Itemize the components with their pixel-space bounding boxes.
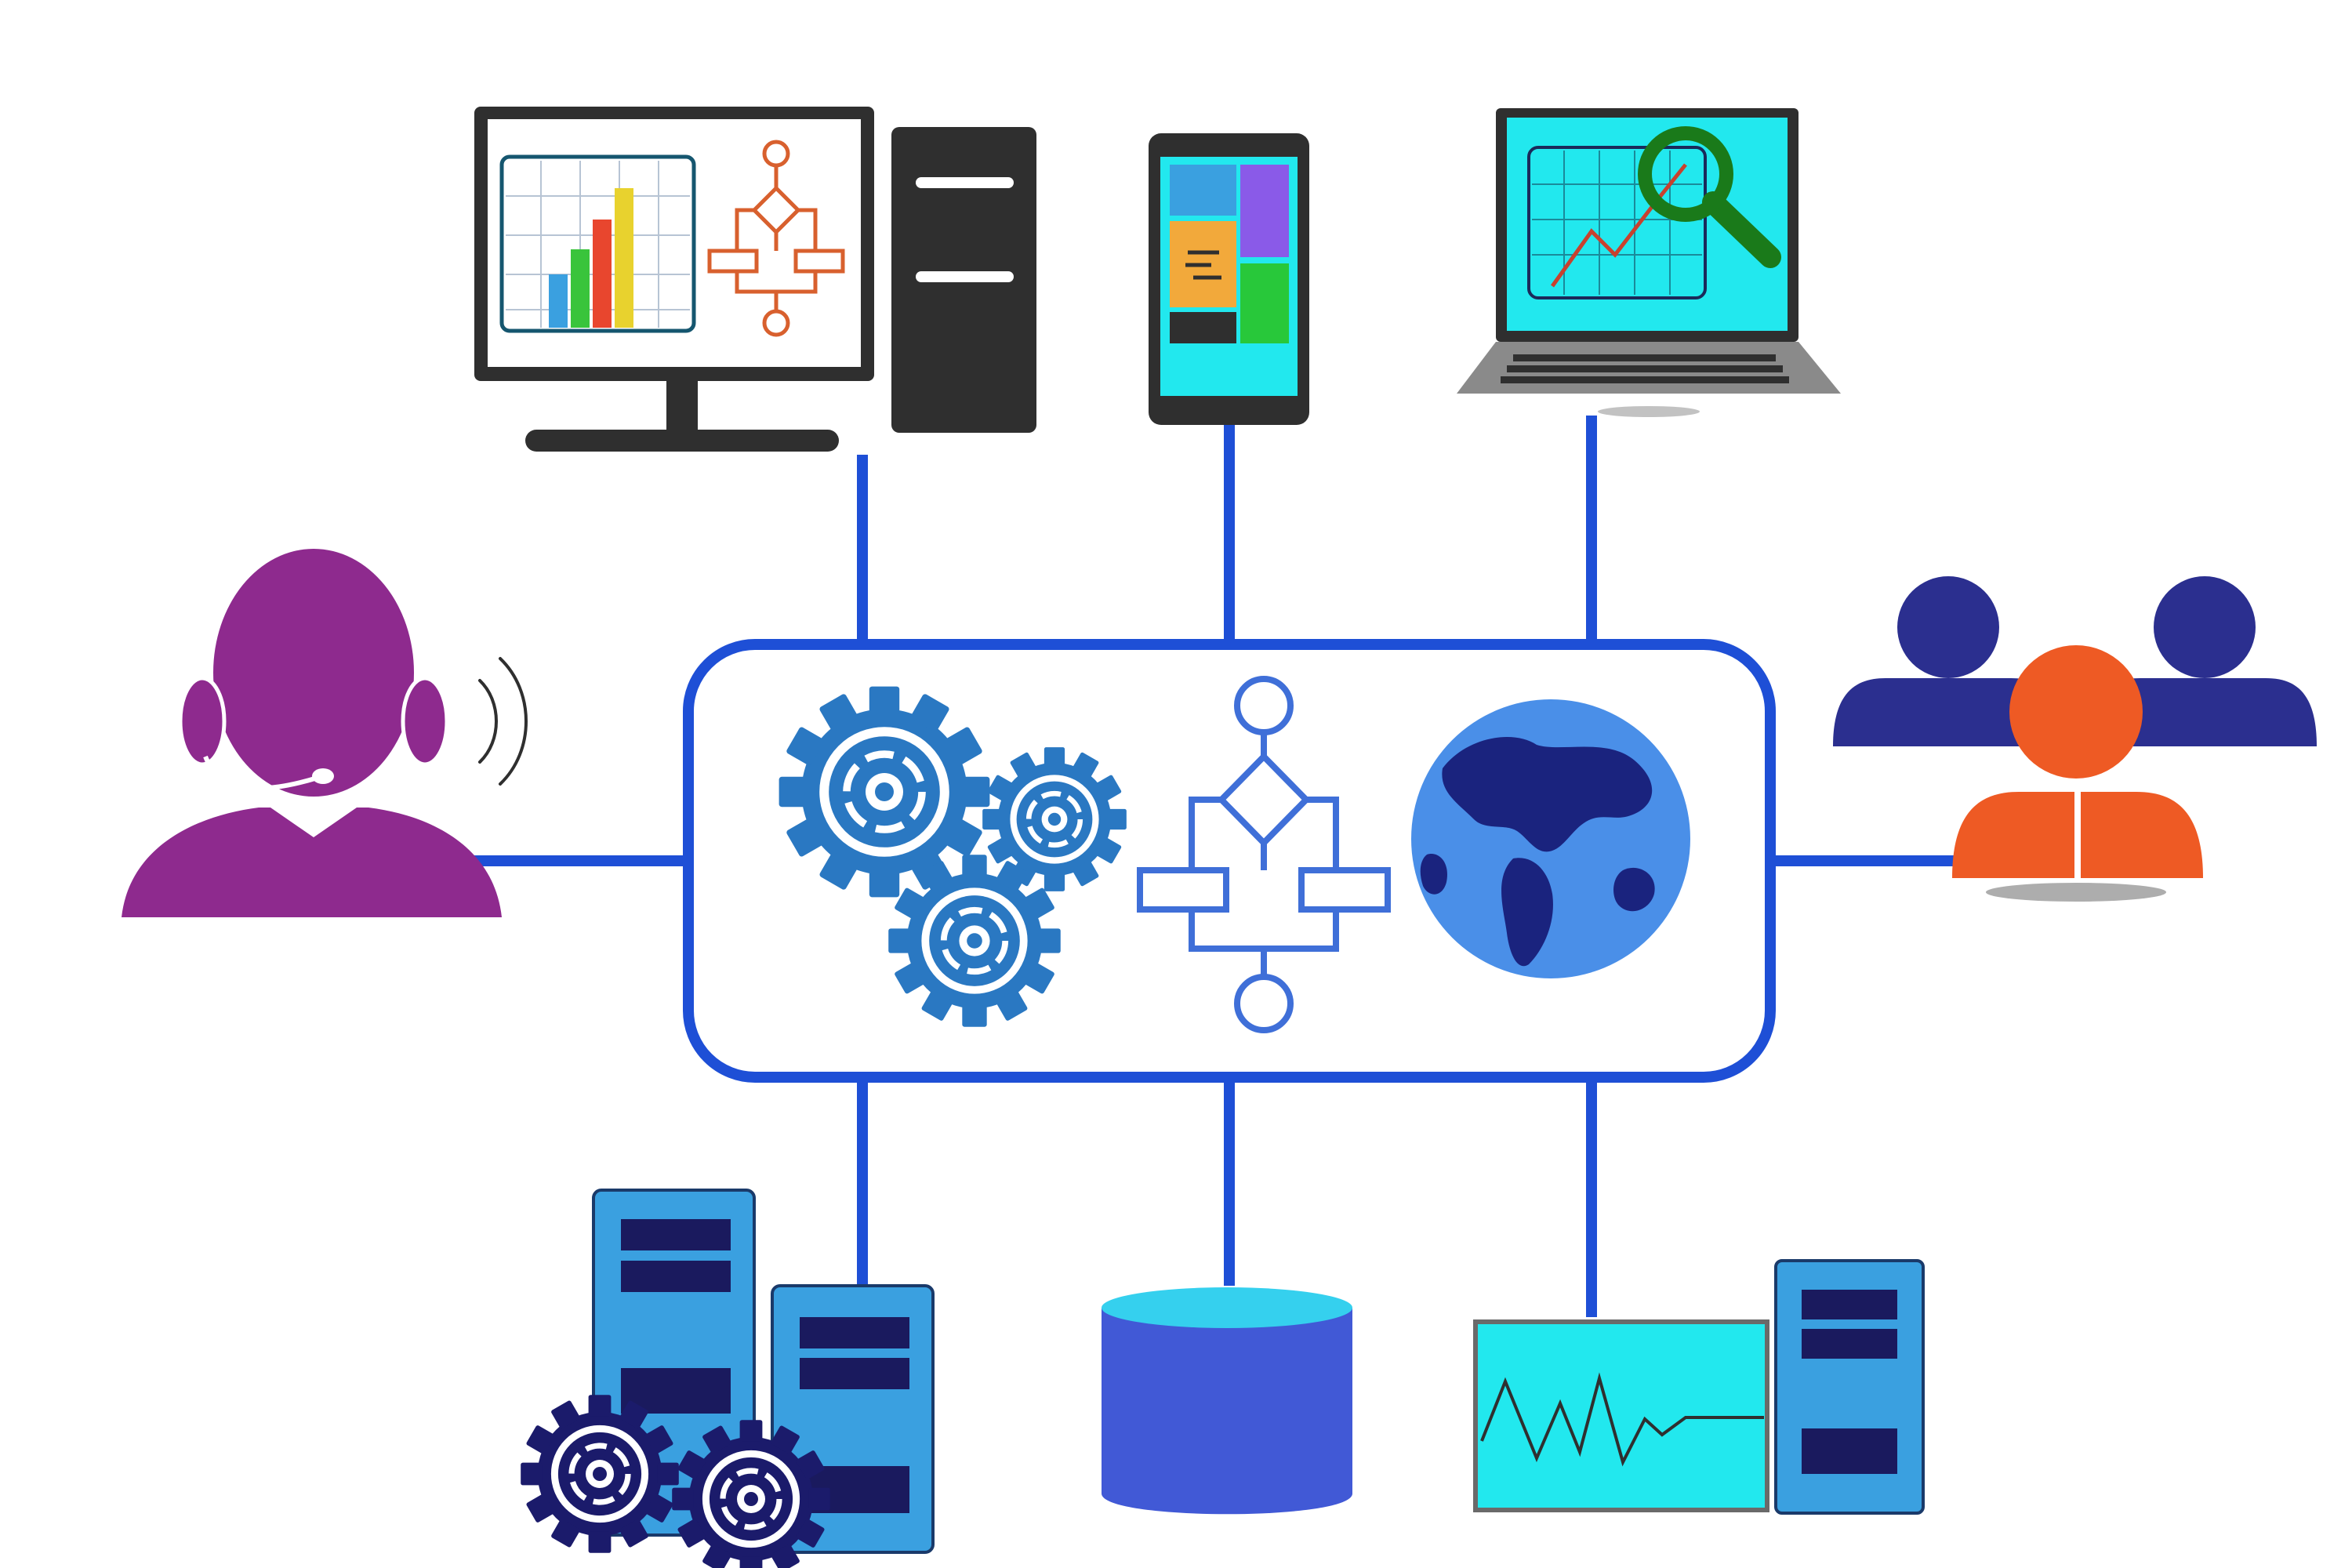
database-cylinder-icon — [1102, 1287, 1352, 1515]
smartphone — [1149, 133, 1309, 425]
desktop-computer — [474, 107, 1036, 452]
waveform-monitor-icon — [1473, 1319, 1769, 1512]
globe-icon — [1411, 699, 1690, 978]
flowchart-icon — [707, 140, 845, 337]
tower-pc-icon — [891, 127, 1036, 433]
database — [1102, 1287, 1352, 1515]
headset-user-icon — [122, 521, 502, 917]
monitoring-station — [1473, 1259, 1925, 1515]
user-group — [1833, 576, 2317, 902]
users-group-icon — [1833, 576, 2317, 902]
sound-waves-icon — [478, 657, 528, 786]
server-icon — [1774, 1259, 1925, 1515]
support-agent — [122, 521, 528, 917]
app-tiles-icon — [1170, 165, 1289, 343]
magnifier-icon — [1638, 126, 1781, 268]
bar-chart-icon — [499, 154, 696, 333]
server-cluster — [521, 1189, 935, 1568]
connector-lines — [463, 416, 1960, 1317]
central-hub — [683, 639, 1776, 1083]
laptop — [1457, 108, 1841, 417]
flowchart-icon — [1137, 676, 1391, 1033]
